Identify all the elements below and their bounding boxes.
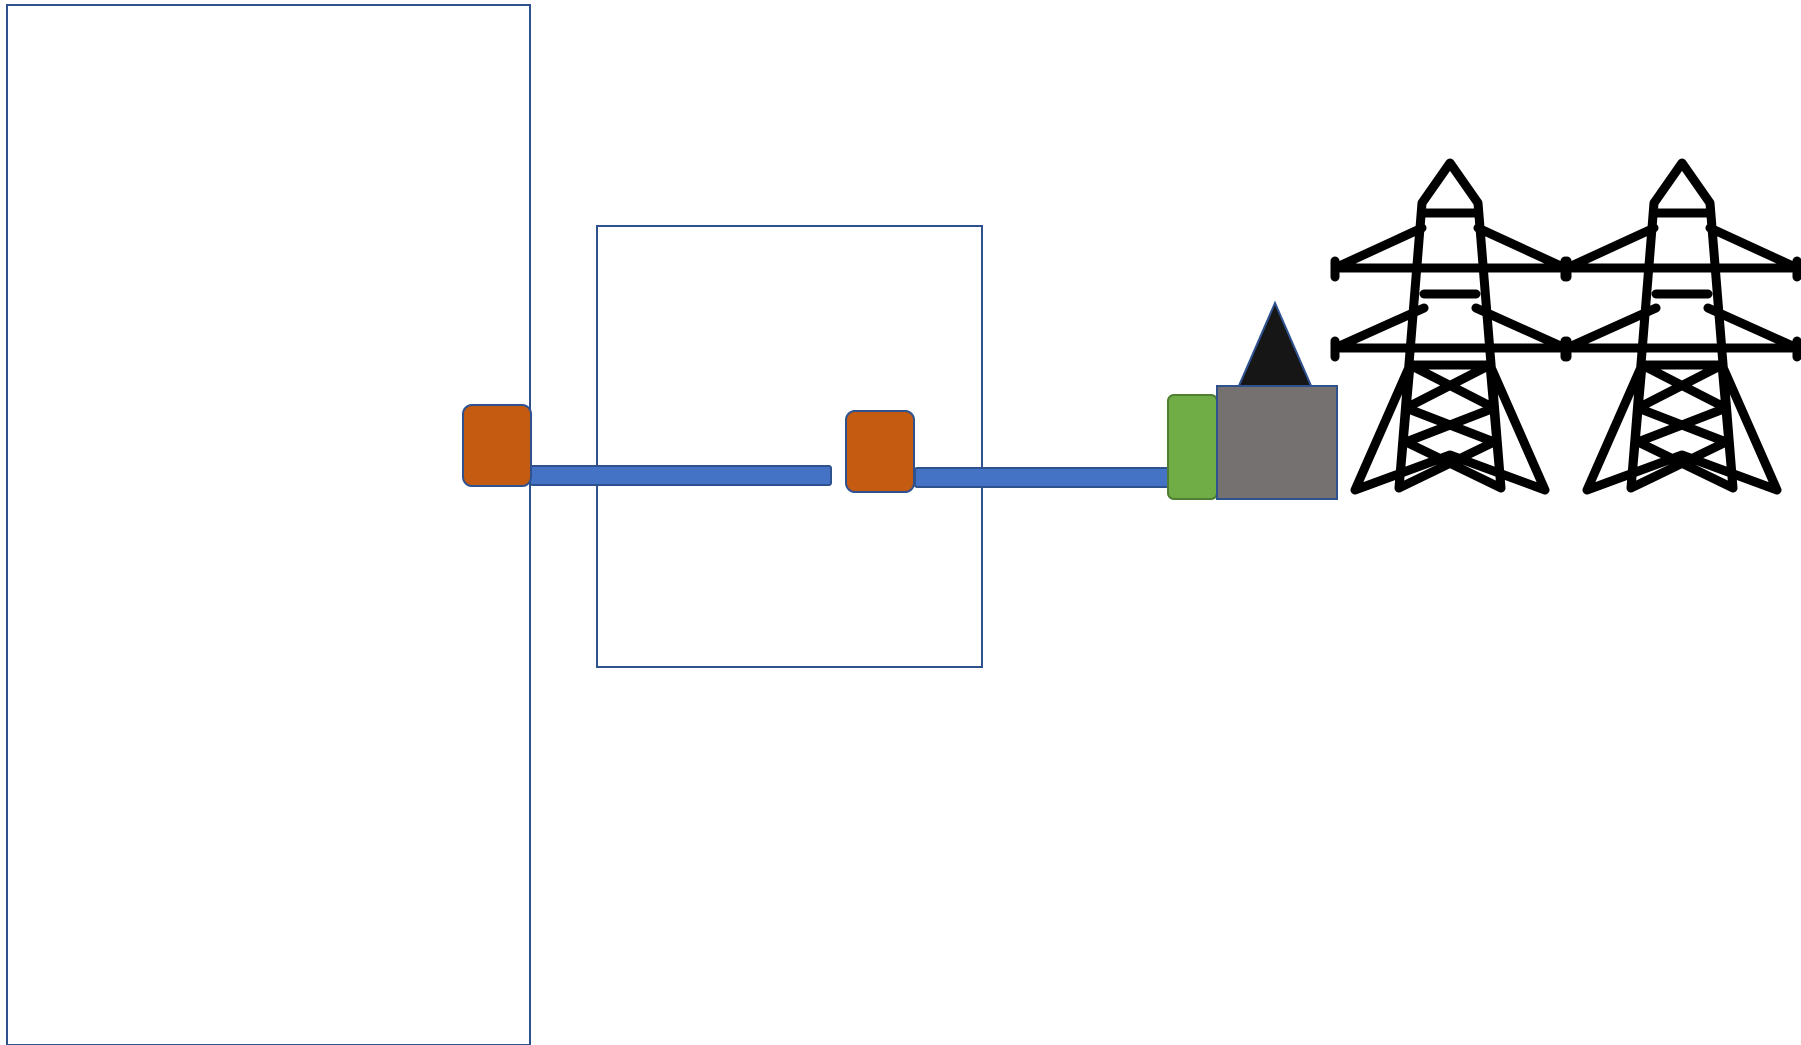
transmission-tower-icon	[1330, 158, 1570, 495]
pipe-left	[529, 465, 832, 486]
valve-middle	[845, 410, 915, 493]
small-container	[596, 225, 983, 668]
transformer	[1216, 385, 1338, 500]
generator	[1167, 394, 1218, 500]
large-container	[6, 4, 531, 1045]
transmission-tower-icon	[1562, 158, 1801, 495]
transformer-peak	[1236, 300, 1314, 389]
valve-left	[462, 404, 532, 487]
pipe-right	[914, 467, 1171, 488]
